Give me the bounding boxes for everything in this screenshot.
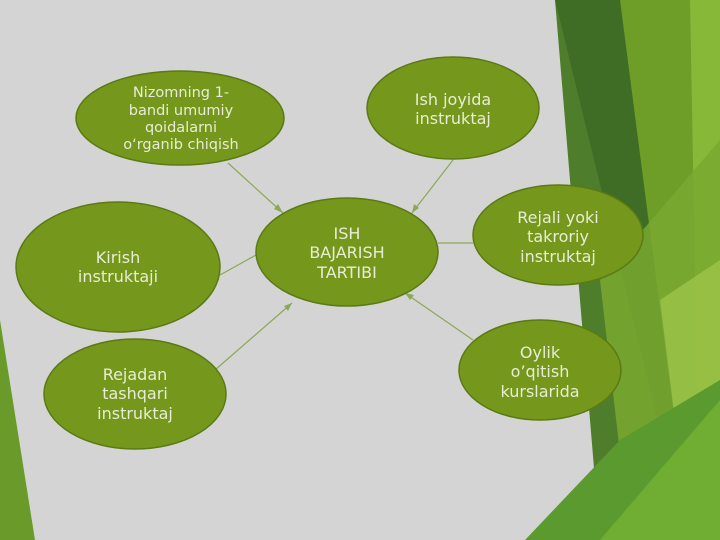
node-oylik <box>458 319 622 421</box>
connector-oylik <box>404 292 474 341</box>
node-rejadan <box>43 338 227 450</box>
left-stripe <box>0 320 35 540</box>
connector-kirish <box>219 254 257 276</box>
node-kirish <box>15 201 221 333</box>
node-ish-joyida <box>366 56 540 160</box>
node-center <box>255 197 439 307</box>
connector-ish-joyida <box>411 159 454 214</box>
nodes <box>15 56 644 450</box>
arrowhead-rejadan <box>284 303 292 311</box>
arrowheads <box>274 204 419 311</box>
arrowhead-ish-joyida <box>412 204 419 213</box>
node-rejali <box>472 184 644 286</box>
node-nizomning <box>75 70 285 166</box>
connectors <box>214 159 474 371</box>
arrowhead-nizomning <box>274 204 283 213</box>
connector-nizomning <box>227 162 284 214</box>
arrowhead-oylik <box>405 293 414 300</box>
connector-rejadan <box>214 302 293 371</box>
